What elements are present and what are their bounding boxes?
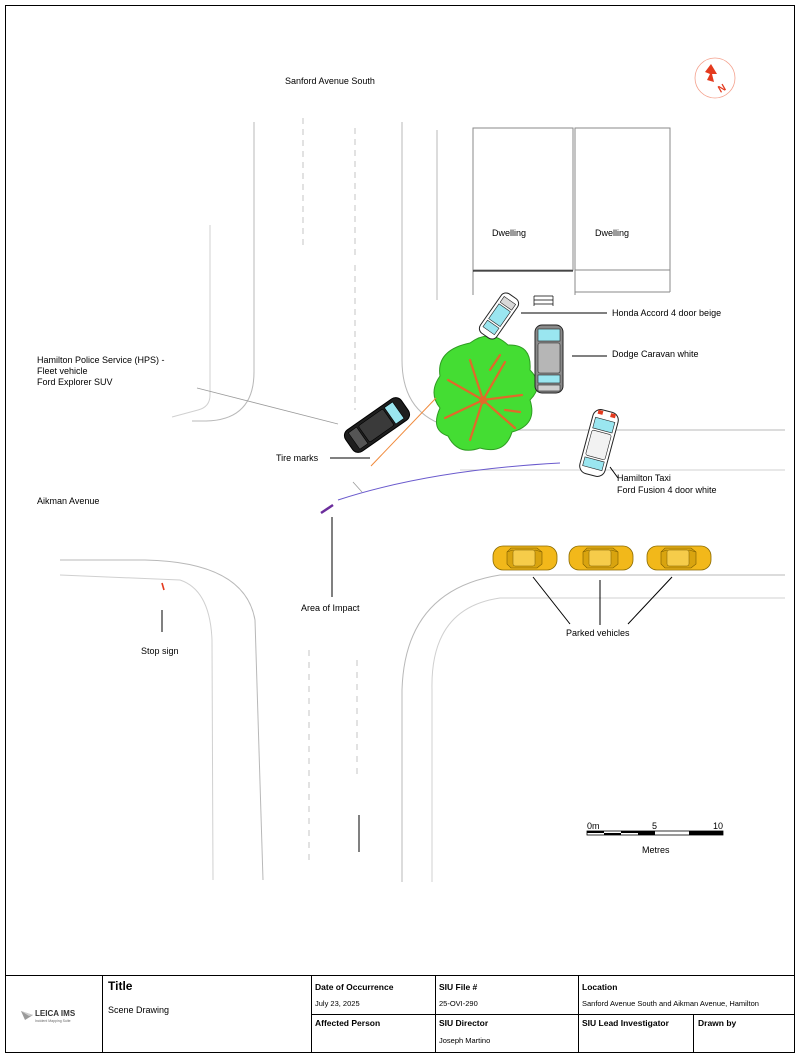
street-label-aikman: Aikman Avenue [37, 496, 99, 506]
vehicle-hps-ford-explorer [343, 397, 411, 453]
hps-leader-line [196, 387, 363, 493]
leader-lines [330, 312, 673, 852]
title-header: Title [108, 979, 133, 993]
label-honda: Honda Accord 4 door beige [612, 308, 721, 318]
dwelling-1-label: Dwelling [492, 228, 526, 238]
scale-bar: 0m 5 10 Metres [586, 821, 724, 855]
label-hps-2: Fleet vehicle [37, 366, 88, 376]
label-hps-3: Ford Explorer SUV [37, 377, 113, 387]
parked-vehicles [492, 545, 712, 571]
impact-mark [320, 503, 334, 515]
label-taxi-1: Hamilton Taxi [617, 473, 671, 483]
date-header: Date of Occurrence [315, 982, 394, 992]
vehicle-dodge-caravan [534, 324, 564, 394]
sanford-west-edge-north [192, 122, 255, 422]
title-value: Scene Drawing [108, 1005, 170, 1015]
file-header: SIU File # [439, 982, 478, 992]
parked-vehicle-1 [492, 545, 558, 571]
scale-tick-5: 5 [652, 821, 657, 831]
affected-header: Affected Person [315, 1018, 381, 1028]
director-header: SIU Director [439, 1018, 489, 1028]
logo-name: LEICA IMS [35, 1009, 76, 1018]
title-block: LEICA IMS Incident Mapping Suite Title S… [5, 975, 795, 1053]
label-taxi-2: Ford Fusion 4 door white [617, 485, 717, 495]
location-value: Sanford Avenue South and Aikman Avenue, … [582, 999, 759, 1008]
label-tire-marks: Tire marks [276, 453, 319, 463]
north-letter: N [716, 82, 728, 95]
date-value: July 23, 2025 [315, 999, 360, 1008]
steps [533, 295, 554, 306]
drawn-by-header: Drawn by [698, 1018, 737, 1028]
label-stop-sign: Stop sign [141, 646, 179, 656]
scale-tick-10: 10 [713, 821, 723, 831]
vehicle-honda-accord [478, 292, 520, 340]
parked-vehicle-3 [646, 545, 712, 571]
sanford-median-north [171, 225, 211, 418]
sanford-lane-dashes-south [308, 650, 358, 860]
director-value: Joseph Martino [439, 1036, 491, 1045]
scene-drawing: Dwelling Dwelling N Sanford Avenue South… [37, 57, 785, 882]
logo-tagline: Incident Mapping Suite [35, 1019, 71, 1023]
investigator-header: SIU Lead Investigator [582, 1018, 669, 1028]
location-header: Location [582, 982, 618, 992]
sanford-east-edge-south-2 [431, 597, 785, 882]
stop-sign-icon [161, 582, 165, 591]
sanford-lane-dashes-north [302, 118, 356, 410]
taxi-path [337, 462, 561, 501]
dwelling-2-outline [574, 127, 671, 271]
parked-vehicle-2 [568, 545, 634, 571]
tree-icon [433, 335, 538, 451]
drawing-page [5, 5, 795, 1053]
dwelling-2-label: Dwelling [595, 228, 629, 238]
tire-marks [370, 397, 437, 467]
scale-tick-0: 0m [587, 821, 600, 831]
aikman-south-median-west [59, 574, 214, 881]
dwelling-1-outline [472, 127, 574, 271]
vehicle-hamilton-taxi [579, 409, 619, 477]
scale-unit: Metres [642, 845, 670, 855]
label-parked-vehicles: Parked vehicles [566, 628, 630, 638]
aikman-south-curb-west [60, 559, 264, 881]
file-value: 25-OVI-290 [439, 999, 478, 1008]
label-area-of-impact: Area of Impact [301, 603, 360, 613]
street-label-sanford: Sanford Avenue South [285, 76, 375, 86]
dwellings [472, 127, 671, 306]
label-hps-1: Hamilton Police Service (HPS) - [37, 355, 165, 365]
leica-logo-icon [20, 1008, 34, 1026]
sanford-east-edge-south [401, 574, 785, 882]
road-edges [59, 118, 785, 882]
label-dodge: Dodge Caravan white [612, 349, 699, 359]
north-arrow-icon: N [694, 57, 736, 99]
